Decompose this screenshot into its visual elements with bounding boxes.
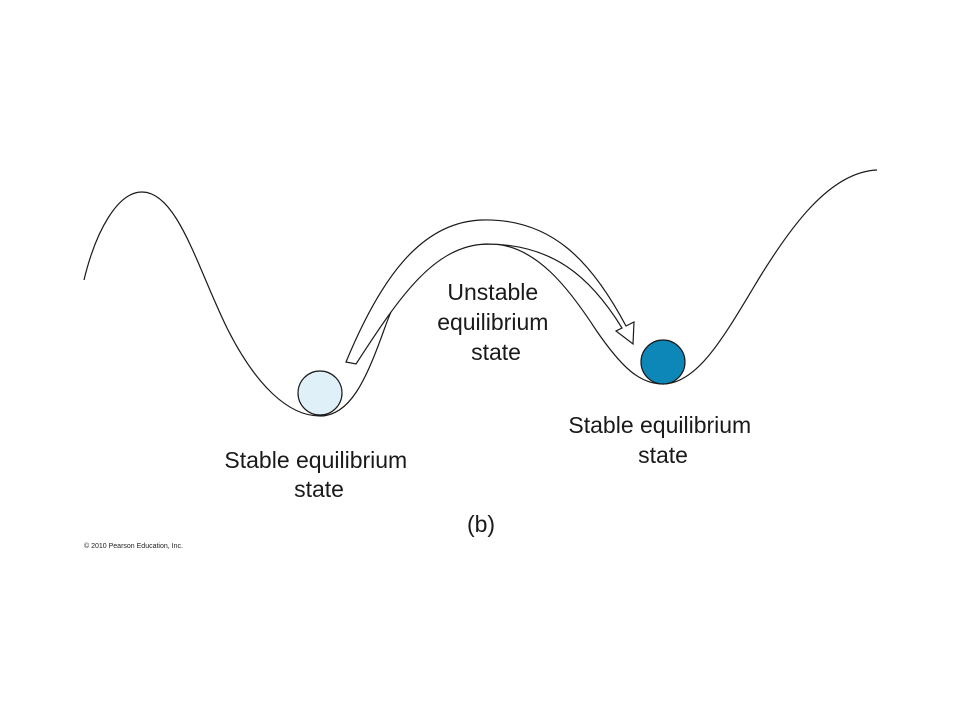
curved-arrow-icon: [345, 219, 635, 365]
unstable-label: Unstable equilibrium state: [437, 279, 555, 365]
terrain-fill: [84, 170, 877, 445]
light-ball-icon: [297, 370, 343, 416]
stable-left-label: Stable equilibrium state: [224, 447, 413, 502]
stable-right-label: Stable equilibrium state: [568, 412, 757, 468]
dark-ball-icon: [640, 339, 686, 385]
copyright-text: © 2010 Pearson Education, Inc.: [84, 542, 183, 550]
figure-label: (b): [467, 511, 495, 537]
